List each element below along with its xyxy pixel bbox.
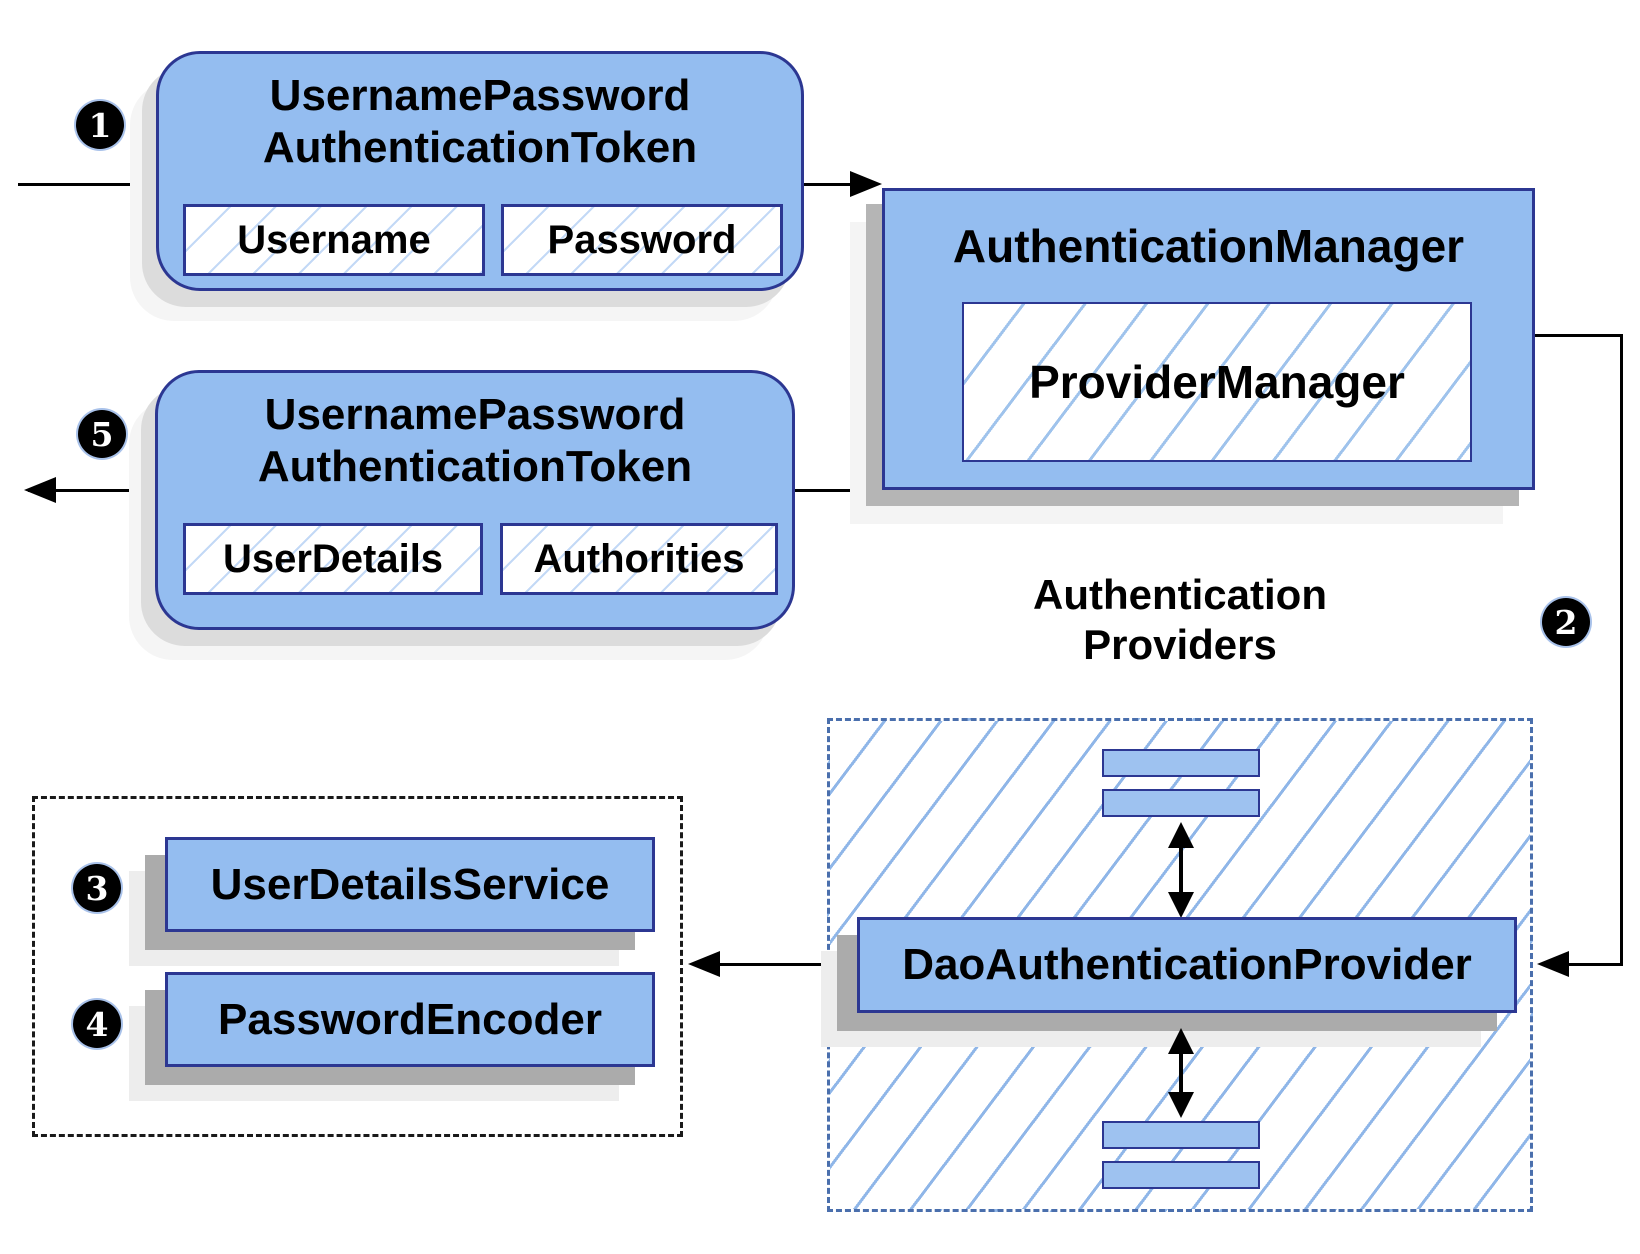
step-badge-3: 3 (73, 864, 121, 912)
step2-connector-bottom-segment (1545, 963, 1623, 966)
authentication-providers-label-line2: Providers (1083, 621, 1277, 668)
step-badge-5: 5 (78, 410, 126, 458)
double-arrow-up-head (1168, 1028, 1194, 1054)
password-encoder-box: PasswordEncoder (165, 972, 655, 1067)
dao-authentication-provider-box: DaoAuthenticationProvider (857, 917, 1517, 1013)
step2-connector-vertical-segment (1620, 334, 1623, 966)
provider-placeholder-bar (1102, 749, 1260, 777)
user-details-field-box: UserDetails (183, 523, 483, 595)
authentication-manager-box: AuthenticationManager ProviderManager (882, 188, 1535, 490)
double-arrow-bottom-line (1179, 1050, 1183, 1096)
provider-placeholder-bar (1102, 1161, 1260, 1189)
step-badge-4: 4 (73, 1000, 121, 1048)
request-token-title: UsernamePassword AuthenticationToken (159, 70, 801, 174)
provider-manager-box: ProviderManager (962, 302, 1472, 462)
username-password-authentication-token-response-box: UsernamePassword AuthenticationToken Use… (155, 370, 795, 630)
provider-placeholder-bar (1102, 789, 1260, 817)
dao-to-collaborators-line (700, 963, 858, 966)
authentication-providers-label: Authentication Providers (930, 570, 1430, 670)
response-token-title-line1: UsernamePassword (264, 390, 686, 439)
authorities-field-box: Authorities (500, 523, 778, 595)
step2-connector-top-segment (1535, 334, 1623, 337)
username-password-authentication-token-request-box: UsernamePassword AuthenticationToken Use… (156, 51, 804, 291)
step-badge-1: 1 (76, 101, 124, 149)
double-arrow-up-head (1168, 822, 1194, 848)
request-token-title-line1: UsernamePassword (269, 71, 691, 120)
request-token-title-line2: AuthenticationToken (262, 123, 698, 172)
arrow-left-head-collaborators (688, 951, 720, 977)
authentication-providers-label-line1: Authentication (1033, 571, 1327, 618)
authentication-manager-title: AuthenticationManager (952, 220, 1465, 272)
double-arrow-top-line (1179, 844, 1183, 898)
response-token-title-line2: AuthenticationToken (257, 442, 693, 491)
arrow-left-head-step5 (24, 477, 56, 503)
provider-placeholder-bar (1102, 1121, 1260, 1149)
step-badge-2: 2 (1542, 598, 1590, 646)
double-arrow-down-head (1168, 892, 1194, 918)
double-arrow-down-head (1168, 1092, 1194, 1118)
user-details-service-box: UserDetailsService (165, 837, 655, 932)
username-field-box: Username (183, 204, 485, 276)
response-token-title: UsernamePassword AuthenticationToken (158, 389, 792, 493)
password-field-box: Password (501, 204, 783, 276)
arrow-right-head-step1 (850, 171, 882, 197)
arrow-left-head-step2 (1537, 951, 1569, 977)
